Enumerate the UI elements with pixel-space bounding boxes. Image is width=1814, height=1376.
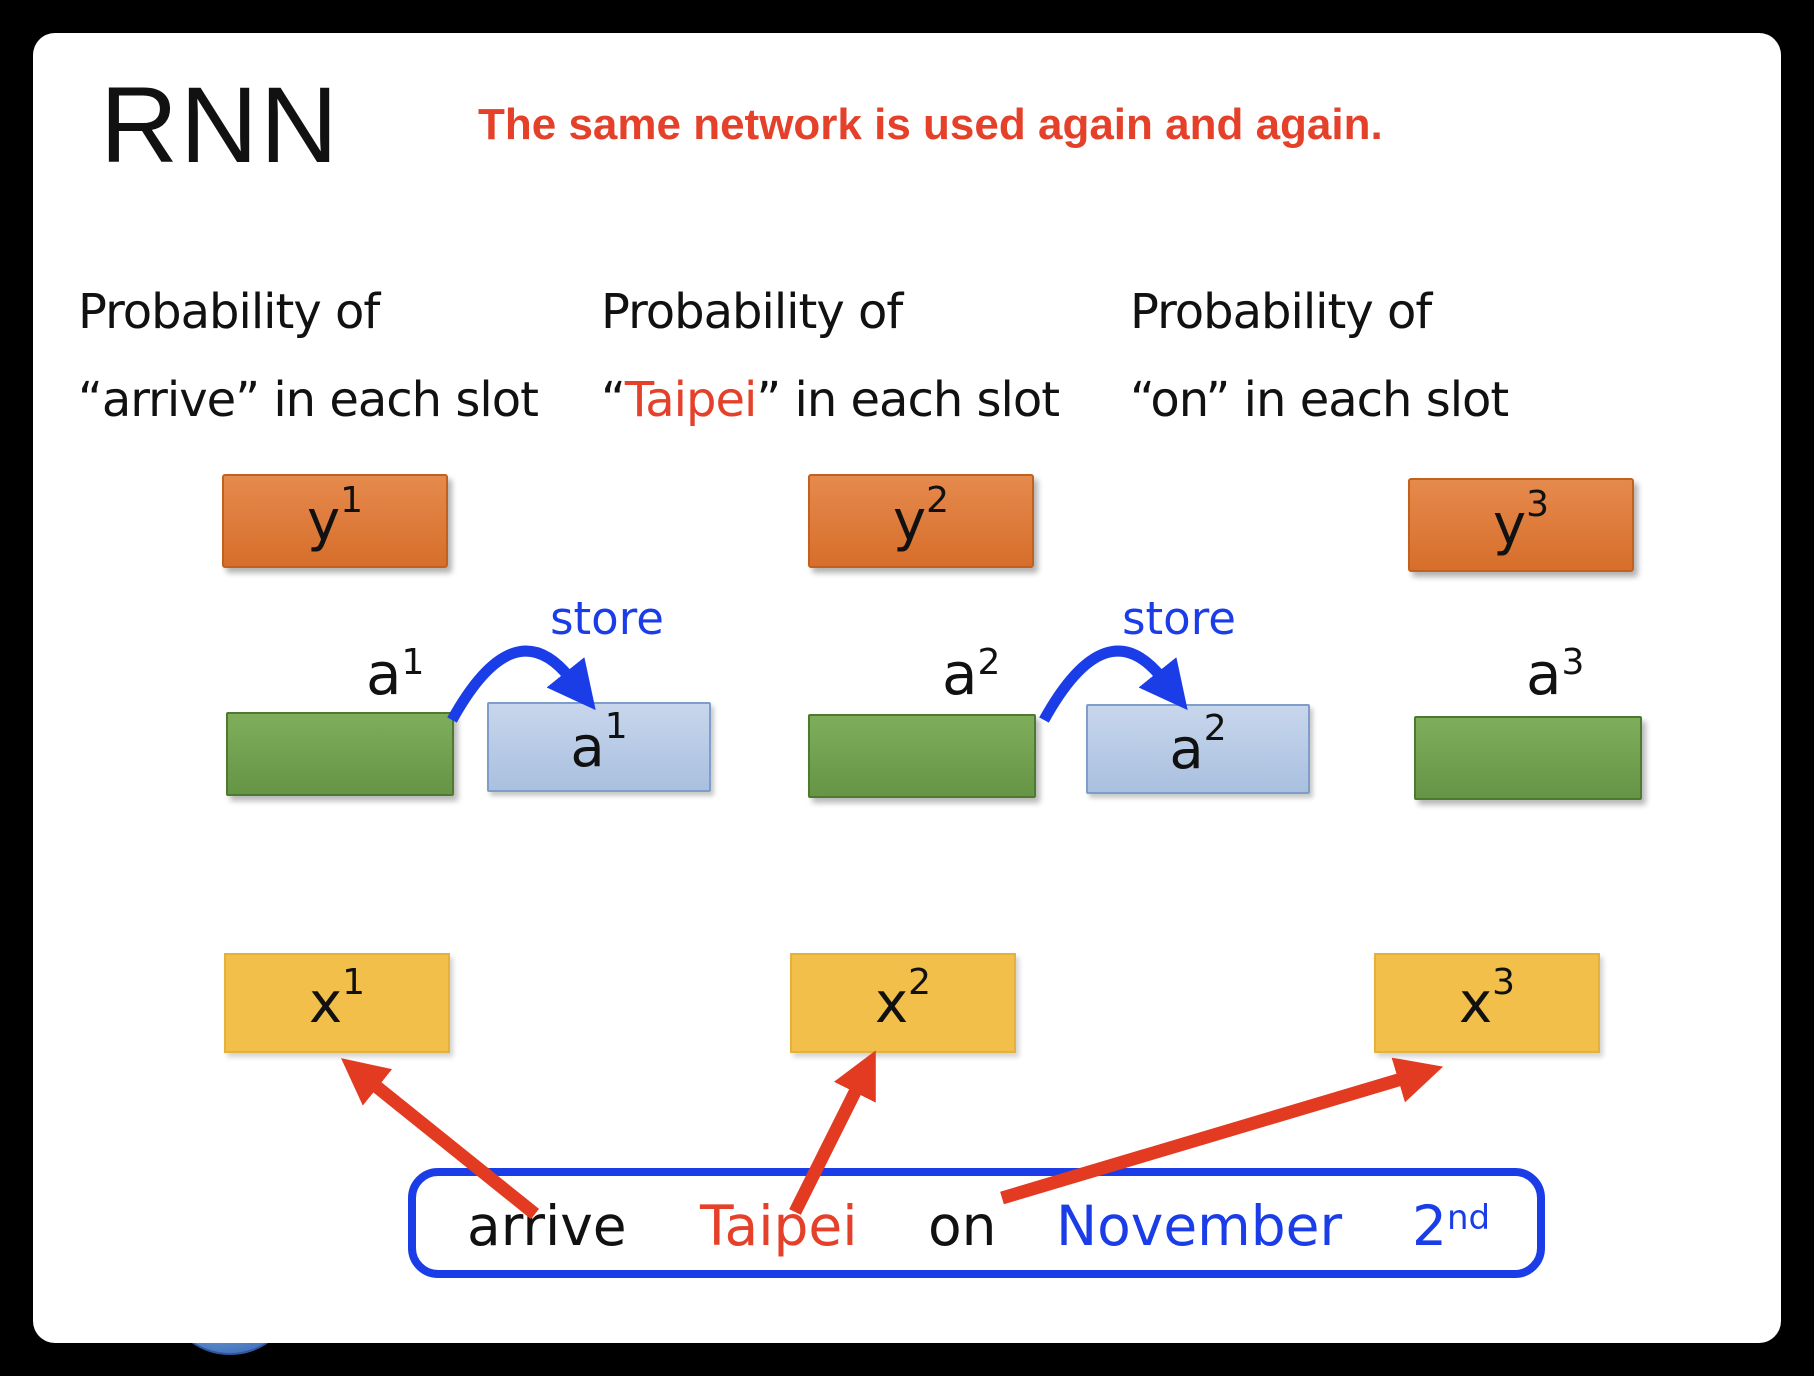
sentence-word-2nd: 2nd bbox=[1412, 1194, 1491, 1258]
activation-label-a2: a2 bbox=[942, 640, 1001, 708]
column-3-header: Probability of “on” in each slot bbox=[1130, 284, 1509, 428]
page-title: RNN bbox=[100, 64, 340, 185]
column-1-word: arrive bbox=[101, 372, 236, 428]
store-label-2: store bbox=[1122, 592, 1236, 645]
column-3-word: on bbox=[1150, 372, 1206, 428]
column-2-word: Taipei bbox=[624, 372, 757, 428]
subtitle: The same network is used again and again… bbox=[478, 100, 1383, 149]
hidden-layer-box-1 bbox=[226, 712, 454, 796]
sentence-word-november: November bbox=[1056, 1194, 1343, 1258]
activation-label-a3: a3 bbox=[1526, 640, 1585, 708]
activation-label-a1: a1 bbox=[366, 640, 425, 708]
column-2-header: Probability of “Taipei” in each slot bbox=[601, 284, 1060, 428]
hidden-layer-box-3 bbox=[1414, 716, 1642, 800]
slide-background bbox=[33, 33, 1781, 1343]
store-label-1: store bbox=[550, 592, 664, 645]
column-1-header: Probability of “arrive” in each slot bbox=[78, 284, 539, 428]
sentence-word-on: on bbox=[928, 1194, 997, 1258]
hidden-layer-box-2 bbox=[808, 714, 1036, 798]
sentence-word-arrive: arrive bbox=[467, 1194, 627, 1258]
sentence-word-taipei: Taipei bbox=[700, 1194, 858, 1258]
